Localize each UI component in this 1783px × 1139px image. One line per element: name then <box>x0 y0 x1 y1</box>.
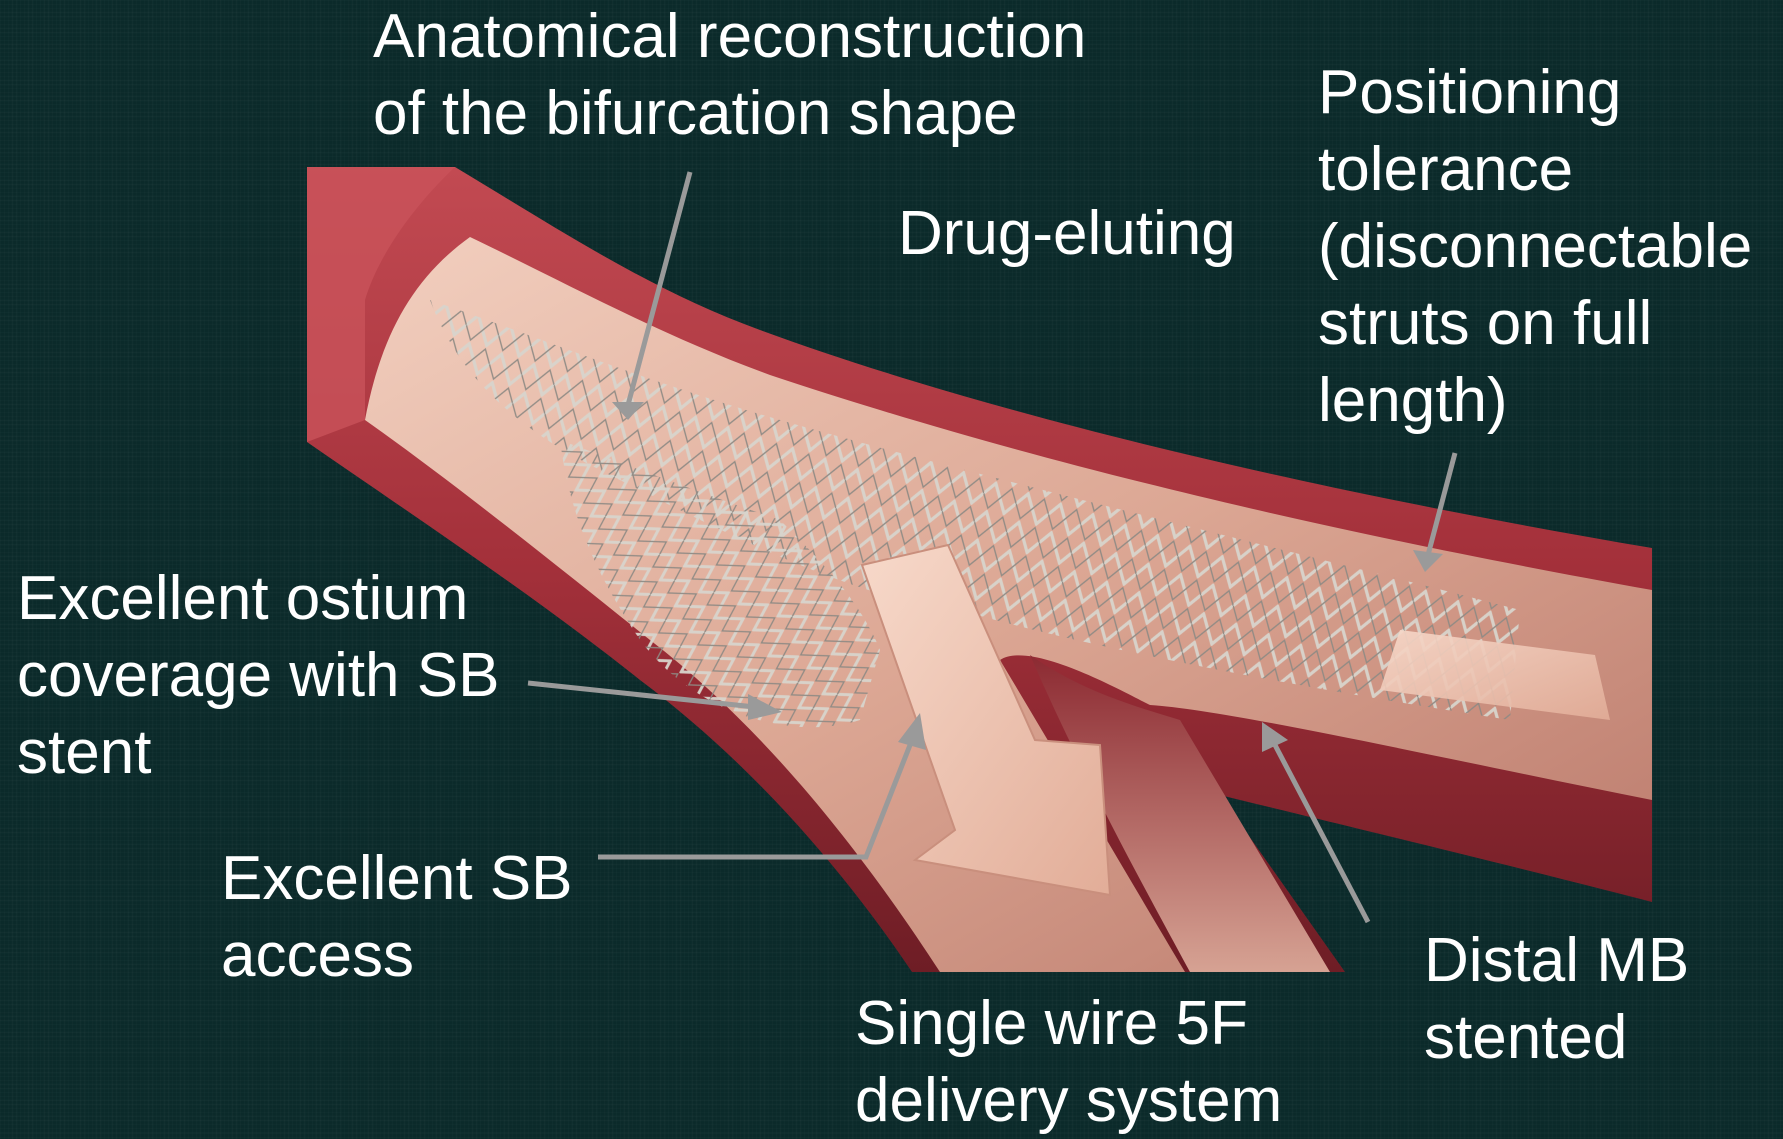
label-line: Single wire 5F <box>855 985 1282 1062</box>
label-line: tolerance <box>1318 131 1752 208</box>
label-line: Distal MB <box>1424 922 1689 999</box>
label-line: Anatomical reconstruction <box>373 0 1086 75</box>
label-drug-eluting: Drug-eluting <box>898 195 1236 272</box>
label-line: stented <box>1424 999 1689 1076</box>
label-sb-access: Excellent SB access <box>221 840 573 994</box>
label-line: Excellent SB <box>221 840 573 917</box>
label-line: delivery system <box>855 1062 1282 1139</box>
label-line: access <box>221 917 573 994</box>
label-line: coverage with SB <box>17 637 499 714</box>
label-line: Excellent ostium <box>17 560 499 637</box>
label-line: struts on full <box>1318 285 1752 362</box>
label-line: length) <box>1318 362 1752 439</box>
label-line: Positioning <box>1318 54 1752 131</box>
label-ostium-coverage: Excellent ostium coverage with SB stent <box>17 560 499 791</box>
label-positioning-tolerance: Positioning tolerance (disconnectable st… <box>1318 54 1752 439</box>
label-line: (disconnectable <box>1318 208 1752 285</box>
label-distal-mb-stented: Distal MB stented <box>1424 922 1689 1076</box>
label-delivery-system: Single wire 5F delivery system <box>855 985 1282 1139</box>
label-line: of the bifurcation shape <box>373 75 1086 152</box>
label-line: Drug-eluting <box>898 195 1236 272</box>
label-line: stent <box>17 714 499 791</box>
label-anatomical-reconstruction: Anatomical reconstruction of the bifurca… <box>373 0 1086 152</box>
